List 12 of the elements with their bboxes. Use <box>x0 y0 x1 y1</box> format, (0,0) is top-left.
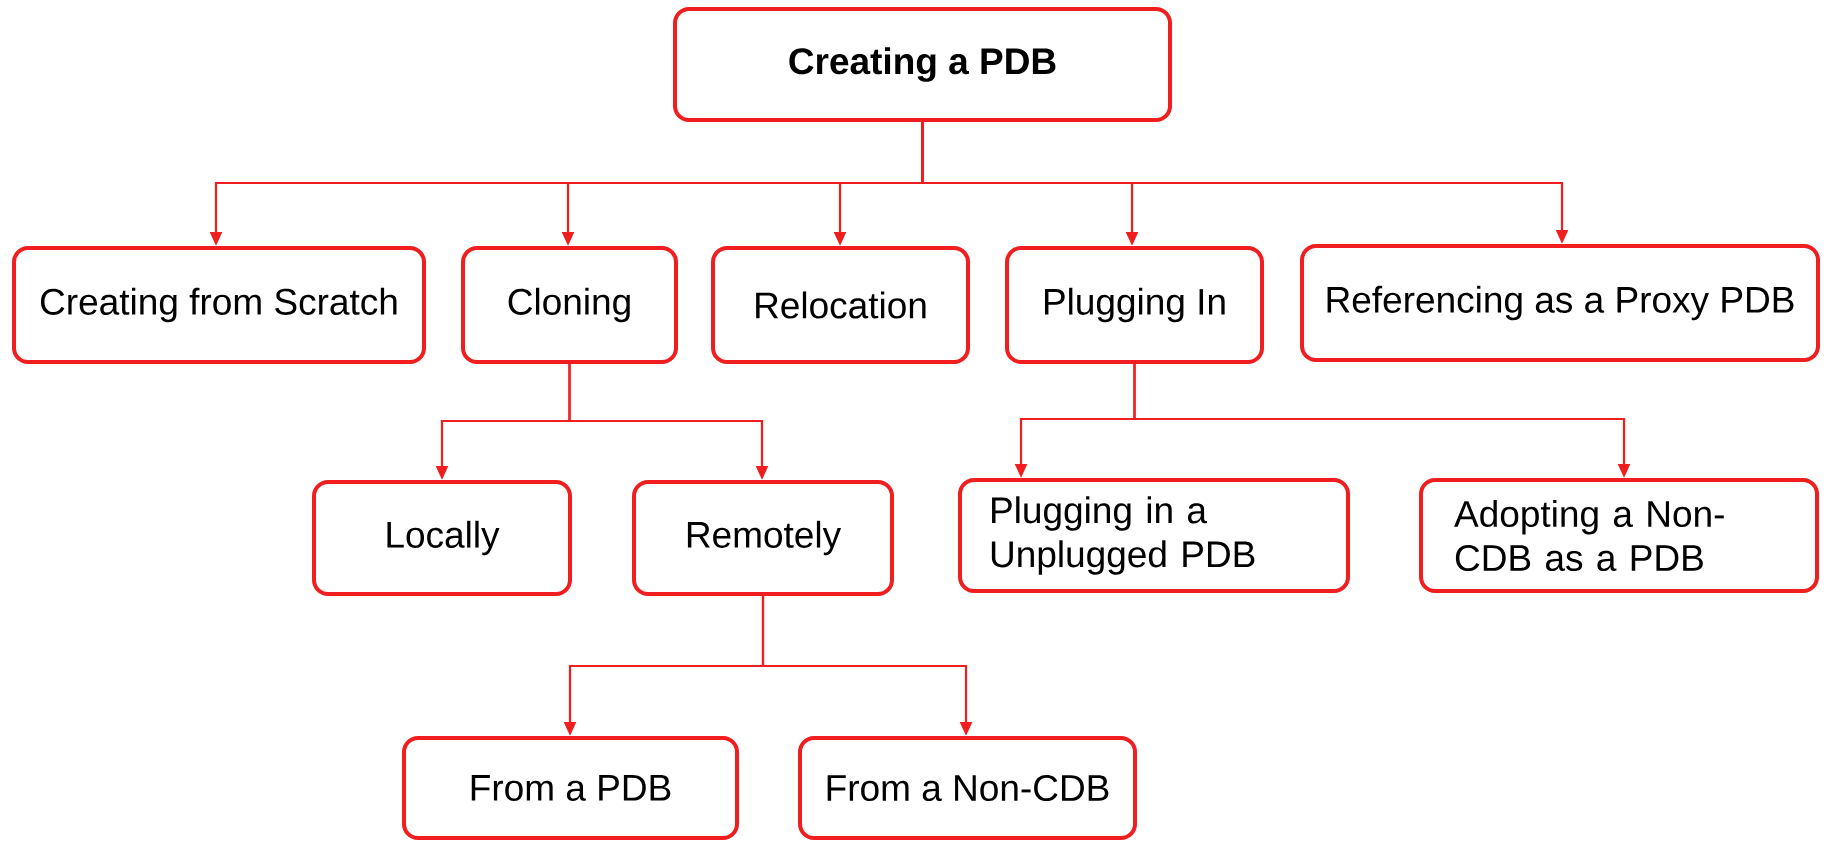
process-box: Plugging In <box>1005 246 1264 364</box>
process-box: Cloning <box>461 246 678 364</box>
process-box: Adopting a Non-CDB as a PDB <box>1419 478 1819 593</box>
process-box: From a PDB <box>402 736 739 840</box>
process-box: Plugging in a Unplugged PDB <box>958 478 1350 593</box>
process-box: From a Non-CDB <box>798 736 1137 840</box>
process-box: Creating from Scratch <box>12 246 426 364</box>
process-box: Remotely <box>632 480 894 596</box>
process-box: Relocation <box>711 246 970 364</box>
process-box: Locally <box>312 480 572 596</box>
process-box: Referencing as a Proxy PDB <box>1300 244 1820 362</box>
process-box: Creating a PDB <box>673 7 1172 122</box>
